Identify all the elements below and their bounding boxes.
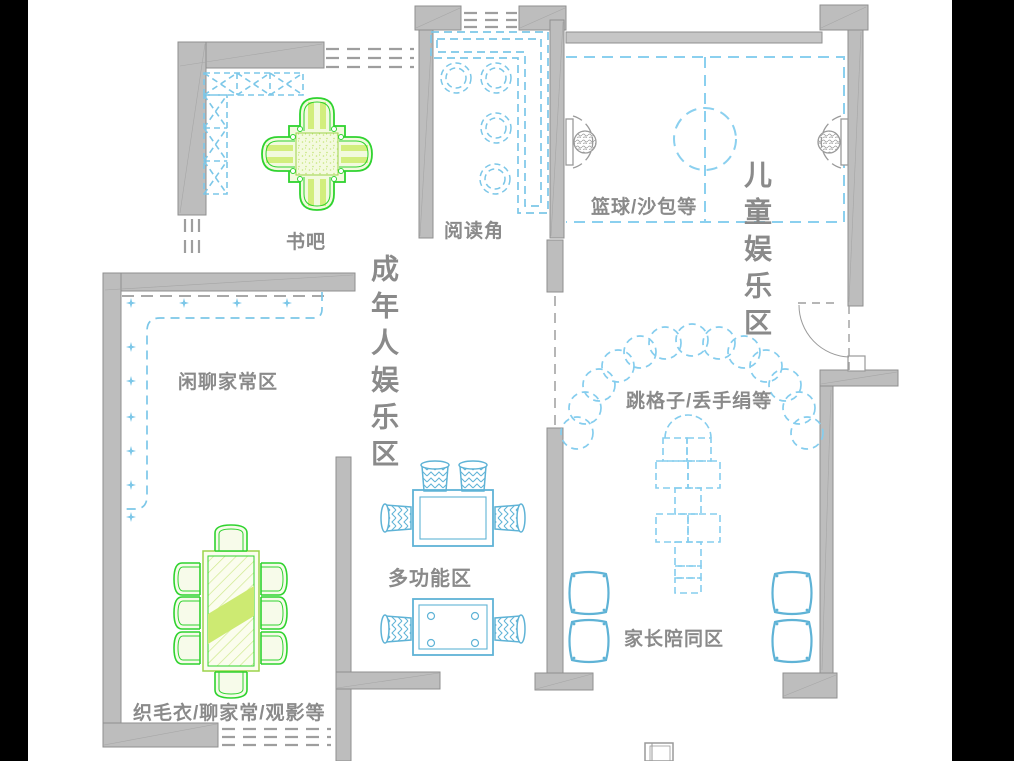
- basketball-hoop-icon: [565, 115, 597, 169]
- bookshelf-icon: [203, 72, 304, 195]
- sparkle-icons: [126, 298, 292, 522]
- dining-chair-icon: [214, 671, 248, 699]
- multifunction-table-icon: [380, 460, 526, 547]
- zone-label-adult: 成年人娱乐区: [368, 254, 399, 476]
- book-bar-table-icon: [261, 97, 373, 211]
- dining-chair-icon: [260, 596, 288, 630]
- dining-chair-icon: [173, 631, 201, 665]
- dining-chair-icon: [260, 631, 288, 665]
- zone-label-knitting: 织毛衣/聊家常/观影等: [133, 703, 326, 724]
- basketball-hoop-icon: [817, 115, 849, 169]
- zone-label-parent: 家长陪同区: [624, 629, 725, 650]
- armchair-icon: [568, 570, 610, 616]
- tub-chair-icon: [337, 133, 373, 175]
- woven-stool-icon: [380, 503, 412, 533]
- walls: [102, 4, 899, 761]
- armchair-icon: [771, 618, 813, 664]
- woven-stool-icon: [494, 614, 526, 644]
- step-right: [847, 355, 866, 372]
- woven-stool-icon: [420, 460, 450, 492]
- woven-stool-icon: [458, 460, 488, 492]
- hopscotch-grid-icon: [655, 414, 721, 594]
- woven-stool-icon: [494, 503, 526, 533]
- door-frame-bottom: [644, 742, 674, 761]
- dining-chair-icon: [260, 562, 288, 596]
- zone-label-reading-corner: 阅读角: [444, 221, 505, 242]
- zone-label-hopscotch: 跳格子/丢手绢等: [626, 391, 773, 412]
- door-swing-icon: [798, 302, 850, 371]
- armchair-icon: [568, 618, 610, 664]
- sofa-zone-line-icon: [121, 292, 323, 510]
- zone-label-book-bar: 书吧: [286, 232, 327, 253]
- dining-chair-icon: [173, 562, 201, 596]
- armchair-icon: [771, 570, 813, 616]
- window-dashes: [183, 11, 517, 747]
- tub-chair-icon: [261, 133, 297, 175]
- zone-label-children: 儿童娱乐区: [741, 160, 772, 345]
- dining-chair-icon: [214, 524, 248, 552]
- game-circle-icon: [560, 323, 824, 450]
- tub-chair-icon: [296, 175, 338, 211]
- wall-hatch-lines: [103, 6, 898, 746]
- dining-chair-icon: [173, 596, 201, 630]
- zone-label-chat: 闲聊家常区: [178, 372, 279, 393]
- knitting-table-icon: [173, 524, 288, 699]
- reading-bench-icon: [430, 31, 549, 214]
- multifunction-table-icon: [380, 598, 526, 656]
- reading-poufs: [440, 62, 512, 195]
- woven-stool-icon: [380, 614, 412, 644]
- zone-label-multifunction: 多功能区: [388, 568, 472, 590]
- zone-label-basketball: 篮球/沙包等: [591, 197, 698, 218]
- tub-chair-icon: [296, 97, 338, 133]
